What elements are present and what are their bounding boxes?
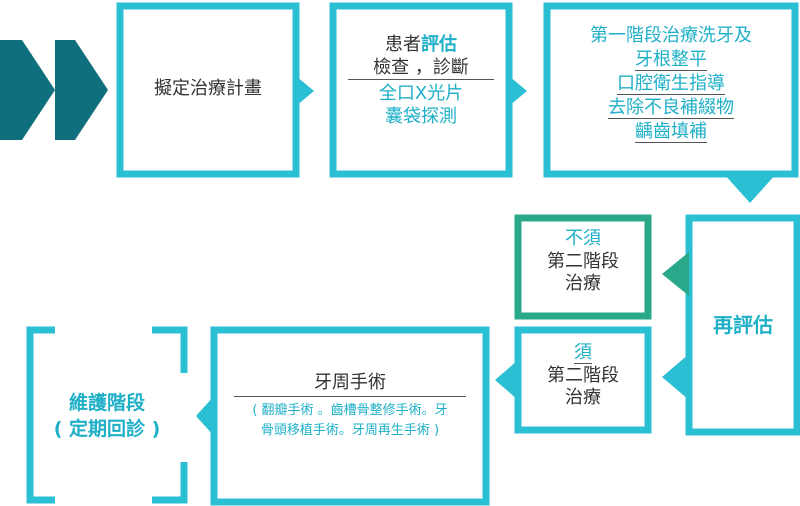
surgery-detail1: ( 翻瓣手術 。齒槽骨整修手術。牙 [252,402,448,418]
need-text: 須 第二階段 治療 [522,342,644,410]
step3-text: 第一階段治療洗牙及 牙根整平 口腔衛生指導 去除不良補綴物 齲齒填補 [551,24,791,144]
maint-line2: ( 定期回診 ) [53,418,161,440]
step2-line1: 患者評估 [385,34,457,55]
surgery-text: 牙周手術 ( 翻瓣手術 。齒槽骨整修手術。牙 骨頭移植手術。牙周再生手術 ) [218,372,482,439]
maint-bracket-left [26,326,55,504]
arrow-right-icon [296,76,314,106]
arrow-down-icon [724,174,776,203]
step3-line1: 第一階段治療洗牙及 [590,25,752,46]
maint-line1: 維護階段 [68,392,145,414]
step2-line4: 囊袋探測 [385,105,457,127]
need-line3: 治療 [565,387,601,408]
step3-box [543,2,799,178]
step3-line4: 去除不良補綴物 [608,97,734,119]
no-need-line2: 第二階段 [547,250,619,272]
maint-bracket-right-bottom [152,462,188,504]
no-need-line1: 不須 [565,228,601,249]
step1-label: 擬定治療計畫 [154,78,262,99]
chevron-arrow-icon [0,40,55,140]
step2-text: 患者評估 檢查 ，診斷 全口X光片 囊袋探測 [337,34,505,128]
step2-line3: 全口X光片 [378,83,464,104]
surgery-title: 牙周手術 [234,372,466,397]
need-line2: 第二階段 [547,364,619,386]
step2-line2: 檢查 ，診斷 [348,57,494,80]
need-line1: 須 [574,342,592,364]
maint-bracket-right [152,326,188,373]
arrow-left-icon [196,396,214,436]
arrow-left-icon [662,252,689,296]
step3-line5: 齲齒填補 [635,121,707,143]
surgery-detail2: 骨頭移植手術。牙周再生手術 ) [260,422,440,438]
arrow-left-icon [495,360,518,400]
chevron-arrow-icon [55,40,108,140]
reeval-label: 再評估 [713,313,773,337]
arrow-left-icon [662,354,689,400]
no-need-text: 不須 第二階段 治療 [522,228,644,296]
no-need-line3: 治療 [565,273,601,294]
arrow-right-icon [509,76,527,106]
no-need-box [514,214,652,320]
maint-text: 維護階段 ( 定期回診 ) [34,390,180,442]
step3-line3: 口腔衛生指導 [617,73,725,95]
step3-line2: 牙根整平 [635,49,707,71]
reeval-box [685,214,800,436]
